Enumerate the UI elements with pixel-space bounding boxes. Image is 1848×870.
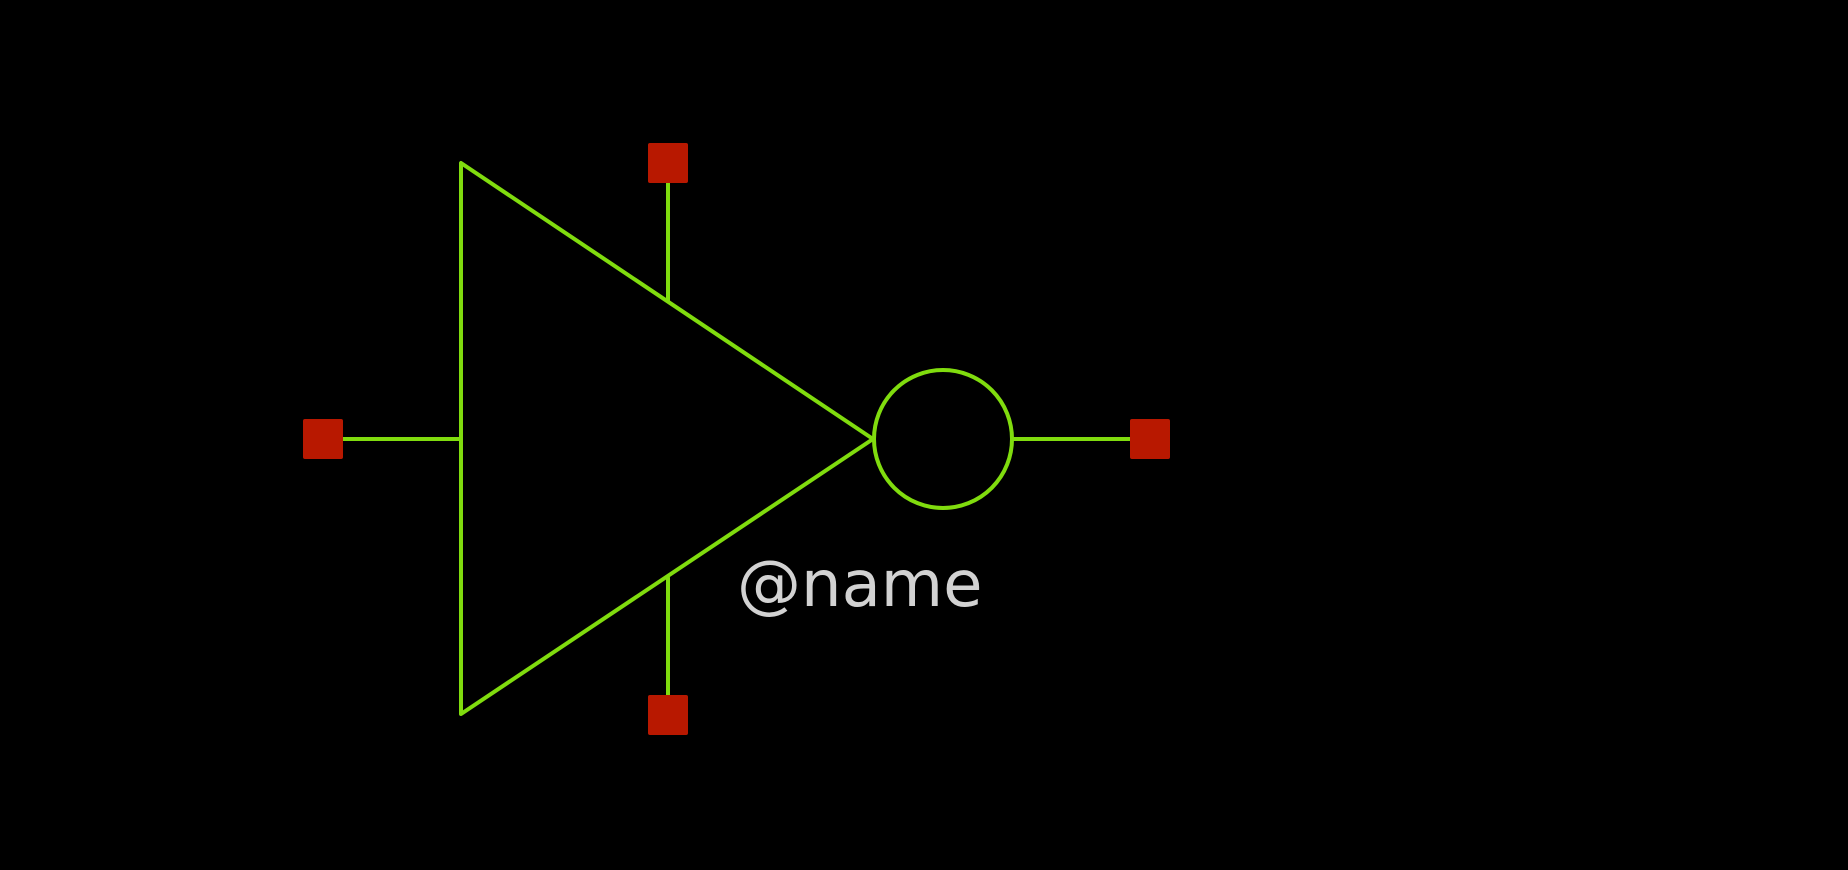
pin-top[interactable] xyxy=(648,143,688,183)
pin-bottom[interactable] xyxy=(648,695,688,735)
symbol-name-label: @name xyxy=(737,548,983,622)
inverter-symbol[interactable] xyxy=(321,161,1132,716)
pin-input[interactable] xyxy=(303,419,343,459)
pin-output[interactable] xyxy=(1130,419,1170,459)
